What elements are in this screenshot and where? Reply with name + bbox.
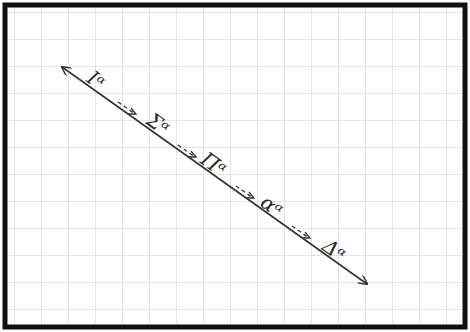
dashed-arrows (118, 102, 310, 238)
number-line (62, 67, 367, 284)
